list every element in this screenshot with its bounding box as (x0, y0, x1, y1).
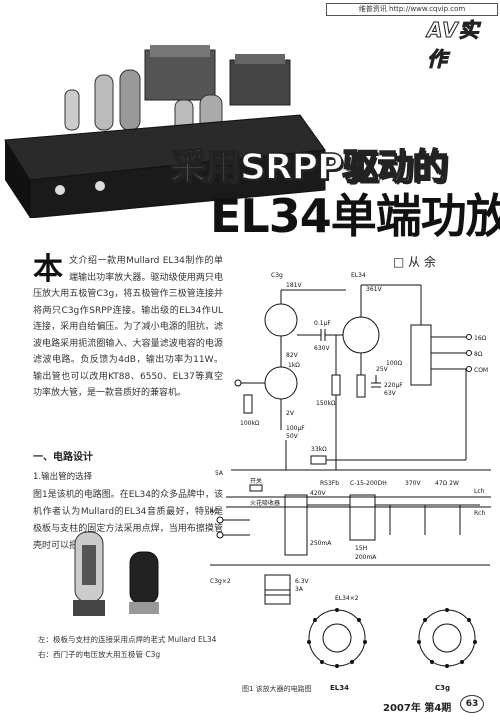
label-150k: 150kΩ (316, 400, 336, 407)
title-line-1: 采用SRPP驱动的 (169, 146, 449, 189)
label-100ohm: 100Ω (386, 360, 402, 367)
label-8ohm: 8Ω (474, 351, 483, 358)
label-com: COM (474, 367, 488, 374)
label-100uf: 100μF (286, 425, 305, 432)
tube-pin-diagrams (307, 608, 477, 668)
label-82v: 82V (286, 352, 299, 359)
intro-text: 文介绍一款用Mullard EL34制作的单端输出功率放大器。驱动级使用两只电压… (33, 256, 223, 398)
label-33k: 33kΩ (311, 446, 327, 453)
label-181v: 181V (286, 282, 302, 289)
label-el34-x2: EL34×2 (335, 595, 359, 602)
label-1k: 1kΩ (288, 362, 300, 369)
label-ac: AC (210, 508, 218, 515)
issue-info: 2007年 第4期 (383, 703, 452, 714)
section-label: AV实作 (427, 18, 480, 72)
label-fuse: 5A (215, 470, 224, 477)
label-spark: 火花吸收器 (250, 499, 280, 507)
tube-photos (73, 531, 159, 616)
pin-label-el34: EL34 (330, 684, 349, 692)
subheading-tube-choice: 1.输出管的选择 (33, 472, 93, 482)
label-47ohm: 47Ω 2W (435, 480, 459, 487)
label-el34: EL34 (351, 272, 366, 279)
label-220uf: 220μF (384, 382, 403, 389)
label-15h: 15H (355, 545, 367, 552)
label-200ma: 200mA (355, 554, 377, 561)
page-number: 63 (460, 695, 484, 713)
watermark: 维普资讯 http://www.cqvip.com (326, 3, 498, 16)
amplifier-schematic: C3g EL34 181V 361V 82V 1kΩ 0.1μF 630V 15… (226, 272, 491, 517)
label-370v: 370V (405, 480, 421, 487)
label-choke: C-15-200DH (350, 480, 387, 487)
label-25v: 25V (376, 366, 389, 373)
pin-label-c3g: C3g (435, 684, 451, 692)
label-6v3: 6.3V (295, 578, 310, 585)
label-63v: 63V (384, 390, 397, 397)
figure-caption: 图1 该放大器的电路图 (242, 685, 312, 693)
heading-circuit-design: 一、电路设计 (33, 452, 93, 463)
drop-cap: 本 (33, 252, 63, 287)
label-3a: 3A (295, 586, 304, 593)
label-50v: 50V (286, 433, 299, 440)
label-c3g-x2: C3g×2 (210, 578, 231, 585)
power-supply-schematic: 5A 开关 火花吸收器 AC RS3Fb C-15-200DH 370V 47Ω… (210, 470, 490, 605)
label-switch: 开关 (250, 477, 262, 485)
label-100k: 100kΩ (240, 420, 260, 427)
photo-caption-left: 左：极板与支柱的连接采用点焊的老式 Mullard EL34 (38, 635, 217, 644)
amplifier-photo (0, 40, 330, 218)
label-420v: 420V (310, 490, 326, 497)
title-line-2: EL34单端功放 (210, 189, 500, 243)
label-361v: 361V (366, 286, 382, 293)
label-cap-630v: 630V (314, 345, 330, 352)
label-16ohm: 16Ω (474, 335, 487, 342)
label-cap-01: 0.1μF (314, 320, 331, 327)
label-lch: Lch (474, 488, 485, 495)
label-c3g: C3g (271, 272, 283, 279)
label-rs3fb: RS3Fb (320, 480, 339, 487)
body-paragraph: 图1是该机的电路图。在EL34的众多品牌中，该机作者认为Mullard的EL34… (33, 490, 223, 551)
author: □ 从 余 (393, 255, 436, 269)
intro-paragraph: 本 文介绍一款用Mullard EL34制作的单端输出功率放大器。驱动级使用两只… (33, 253, 223, 402)
label-250ma: 250mA (310, 540, 332, 547)
label-rch: Rch (474, 510, 485, 517)
label-2v: 2V (286, 410, 295, 417)
photo-caption-right: 右：西门子的电压放大用五极管 C3g (38, 650, 161, 659)
